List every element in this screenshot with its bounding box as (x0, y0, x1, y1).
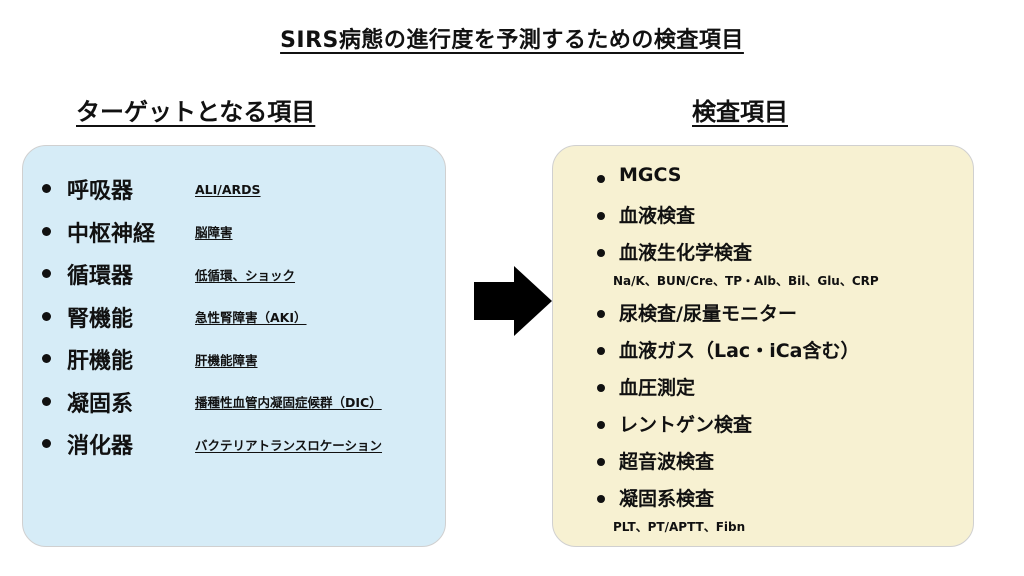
bullet-icon (42, 396, 51, 406)
bullet-icon (42, 354, 51, 363)
bullet-icon (42, 311, 51, 321)
test-name: レントゲン検査 (619, 414, 753, 436)
bullet-icon (597, 175, 605, 183)
test-name: 血液ガス（Lac・iCa含む） (619, 340, 860, 362)
bullet-icon (597, 384, 605, 392)
target-detail: バクテリアトランスロケーション (195, 437, 383, 453)
test-subitems: Na/K、BUN/Cre、TP・Alb、Bil、Glu、CRP (613, 274, 879, 288)
bullet-icon (597, 495, 605, 503)
test-name: MGCS (619, 164, 682, 186)
bullet-icon (597, 212, 605, 220)
bullet-icon (42, 184, 51, 193)
bullet-icon (597, 347, 605, 355)
target-detail: 急性腎障害（AKI） (195, 310, 307, 326)
target-detail: 肝機能障害 (195, 352, 258, 368)
target-detail: 低循環、ショック (195, 267, 296, 283)
target-detail: 脳障害 (195, 225, 233, 241)
target-name: 凝固系 (67, 391, 134, 417)
target-name: 消化器 (67, 434, 134, 460)
test-subitems: PLT、PT/APTT、Fibn (613, 520, 746, 534)
targets-panel: 呼吸器 ALI/ARDS 中枢神経 脳障害 循環器 低循環、ショック 腎機能 急… (22, 145, 446, 547)
target-name: 呼吸器 (67, 179, 134, 205)
right-arrow-icon (474, 266, 552, 336)
tests-heading: 検査項目 (692, 98, 788, 126)
bullet-icon (597, 421, 605, 429)
test-name: 血液検査 (619, 205, 696, 227)
target-name: 中枢神経 (67, 221, 156, 247)
tests-panel: MGCS 血液検査 血液生化学検査 Na/K、BUN/Cre、TP・Alb、Bi… (552, 145, 974, 547)
target-name: 循環器 (67, 264, 134, 290)
test-name: 尿検査/尿量モニター (619, 303, 797, 325)
target-name: 腎機能 (67, 306, 134, 332)
diagram-title: SIRS病態の進行度を予測するための検査項目 (280, 28, 744, 53)
target-detail: ALI/ARDS (195, 181, 261, 197)
target-name: 肝機能 (67, 349, 134, 375)
bullet-icon (42, 439, 51, 448)
test-name: 血圧測定 (619, 377, 696, 399)
bullet-icon (597, 310, 605, 318)
bullet-icon (597, 249, 605, 257)
bullet-icon (597, 458, 605, 466)
test-name: 血液生化学検査 (619, 242, 753, 264)
test-name: 超音波検査 (619, 451, 715, 473)
test-name: 凝固系検査 (619, 488, 715, 510)
bullet-icon (42, 226, 51, 236)
bullet-icon (42, 269, 51, 278)
targets-heading: ターゲットとなる項目 (76, 98, 316, 126)
target-detail: 播種性血管内凝固症候群（DIC） (195, 395, 382, 411)
